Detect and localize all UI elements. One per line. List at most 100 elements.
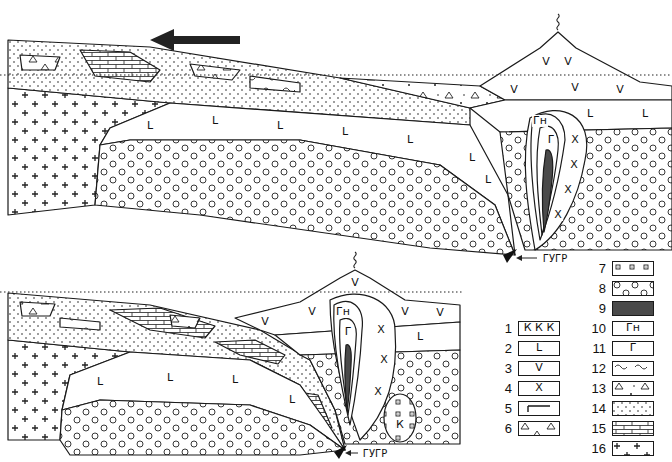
lithology-letter: L — [468, 152, 476, 164]
swatch-box — [613, 321, 654, 335]
legend-swatch — [612, 281, 654, 296]
swatch-box — [613, 261, 654, 275]
lower-section — [8, 270, 460, 455]
legend-item: 2 — [496, 341, 560, 356]
lithology-letter: V — [541, 56, 551, 68]
legend-sample-letter: V — [534, 362, 544, 374]
legend-number: 2 — [496, 342, 512, 355]
lithology-letter: V — [400, 306, 410, 318]
breccia-patch — [20, 55, 60, 70]
swatch-box — [519, 421, 560, 435]
legend-item: 7 — [590, 261, 654, 276]
swatch-box — [613, 401, 654, 415]
legend-swatch — [612, 441, 654, 456]
legend-item: 16 — [590, 441, 654, 456]
legend-item: 11 — [590, 341, 654, 356]
swatch-box — [519, 361, 560, 375]
breccia-patch — [170, 315, 200, 328]
lithology-letter: L — [276, 120, 284, 132]
lithology-letter: X — [570, 134, 580, 146]
lithology-letter: Гн — [335, 306, 351, 318]
leader-line — [520, 258, 537, 259]
legend-item: 8 — [590, 281, 654, 296]
legend-item: 12 — [590, 361, 654, 376]
accretionary-wedge — [340, 78, 505, 108]
lithology-letter: Г — [344, 326, 353, 338]
lithology-letter: X — [376, 324, 386, 336]
dike-symbol — [528, 406, 550, 412]
lithology-letter: V — [509, 84, 519, 96]
legend-item: 5 — [496, 401, 560, 416]
intrusion-outer — [525, 111, 586, 250]
lithology-letter: L — [146, 120, 154, 132]
legend-number: 8 — [590, 282, 606, 295]
legend-number: 5 — [496, 402, 512, 415]
lithology-letter: L — [96, 376, 104, 388]
eruption-squiggle — [354, 252, 356, 268]
lithology-letter: V — [350, 277, 360, 289]
legend-number: 15 — [590, 422, 606, 435]
schist-patch — [250, 76, 300, 92]
intrusion-core — [345, 345, 351, 410]
lithology-letter: X — [563, 184, 573, 196]
swatch-box — [613, 441, 654, 455]
legend-item: 15 — [590, 421, 654, 436]
intrusion-shell — [334, 302, 363, 425]
legend-item: 10 — [590, 321, 654, 336]
breccia-patch — [190, 64, 240, 80]
legend-number: 12 — [590, 362, 606, 375]
eruption-squiggle — [557, 14, 559, 30]
swatch-box — [613, 301, 654, 315]
lithology-letter: V — [563, 56, 573, 68]
legend-sample-letter: Гн — [625, 322, 641, 334]
legend-number: 3 — [496, 362, 512, 375]
swatch-box — [613, 421, 654, 435]
lithology-letter: L — [288, 394, 296, 406]
carbonate-block — [80, 50, 160, 82]
lithology-letter: V — [435, 307, 445, 319]
legend-number: 7 — [590, 262, 606, 275]
lithology-letter: X — [379, 354, 389, 366]
legend-sample-letter: X — [534, 382, 544, 394]
intrusion-inner — [340, 318, 357, 415]
swatch-box — [613, 381, 654, 395]
lithology-letter: L — [341, 126, 349, 138]
lithology-letter: X — [569, 159, 579, 171]
legend-number: 11 — [590, 342, 606, 355]
legend-swatch — [518, 401, 560, 416]
lithospheric-mantle — [95, 140, 515, 255]
legend-item: 3 — [496, 361, 560, 376]
lithology-letter: L — [416, 331, 424, 343]
fault-arrowhead — [503, 249, 517, 263]
leader-arrowhead — [345, 450, 351, 456]
sea-level — [0, 291, 462, 292]
overriding-mantle — [300, 350, 460, 444]
plate-motion-arrow — [150, 29, 240, 51]
fault-label: ГУГР — [542, 253, 568, 264]
legend-swatch — [612, 421, 654, 436]
legend-number: 6 — [496, 422, 512, 435]
lithology-letter: V — [570, 82, 580, 94]
legend-swatch — [612, 361, 654, 376]
legend-number: 14 — [590, 402, 606, 415]
legend-item: 4 — [496, 381, 560, 396]
legend-item: 13 — [590, 381, 654, 396]
volcanic-cone — [480, 32, 672, 100]
legend-number: 16 — [590, 442, 606, 455]
lithology-letter: V — [615, 84, 625, 96]
legend-item: 14 — [590, 401, 654, 416]
legend-item: 6 — [496, 421, 560, 436]
legend-number: 1 — [496, 322, 512, 335]
lithology-letter: L — [231, 374, 239, 386]
swatch-box — [613, 341, 654, 355]
lithology-letter: L — [586, 108, 594, 120]
swatch-box — [519, 401, 560, 415]
legend-sample-letter: Г — [629, 342, 638, 354]
lithology-letter: L — [166, 372, 174, 384]
lithology-letter: L — [641, 108, 649, 120]
legend-swatch — [518, 421, 560, 436]
swatch-box — [613, 361, 654, 375]
legend-number: 10 — [590, 322, 606, 335]
